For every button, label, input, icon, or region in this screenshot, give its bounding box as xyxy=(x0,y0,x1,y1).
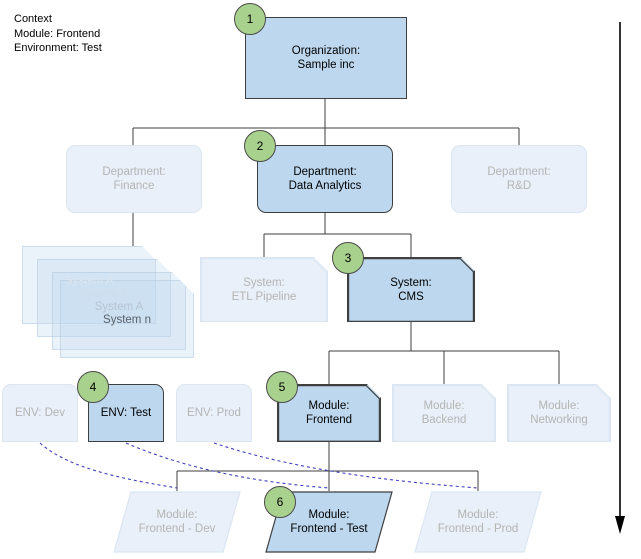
node-department-data-analytics[interactable]: Department: Data Analytics xyxy=(257,145,393,213)
context-environment-line: Environment: Test xyxy=(14,42,102,54)
node-label: System: ETL Pipeline xyxy=(231,276,297,303)
shape-outline xyxy=(201,258,327,322)
node-label: Department: Finance xyxy=(102,166,166,192)
stack-label-3: System A xyxy=(94,301,144,313)
stack-label-4: System n xyxy=(103,314,151,326)
node-system-etl-pipeline[interactable]: System: ETL Pipeline xyxy=(200,257,328,322)
shape-outline xyxy=(348,258,474,322)
node-env-dev[interactable]: ENV: Dev xyxy=(2,384,78,442)
node-organization[interactable]: Organization: Sample inc xyxy=(245,17,407,99)
hierarchy-depth-arrow xyxy=(615,22,625,534)
context-module-line: Module: Frontend xyxy=(14,27,101,40)
link-env-dev-to-deploy-dev xyxy=(39,442,178,489)
node-label: Module: Networking xyxy=(530,400,588,426)
node-label: Module: Frontend xyxy=(305,400,353,426)
node-label: Department: Data Analytics xyxy=(288,166,362,192)
node-module-networking[interactable]: Module: Networking xyxy=(507,384,611,442)
node-label: ENV: Test xyxy=(100,407,152,419)
node-label: Module: Frontend - Test xyxy=(290,509,368,535)
stack-layer-3 xyxy=(52,272,186,350)
badge-3-system: 3 xyxy=(332,242,364,274)
node-deployment-frontend-dev[interactable]: Module: Frontend - Dev xyxy=(113,491,241,553)
context-heading: Context xyxy=(14,13,52,25)
node-label: System: CMS xyxy=(390,276,432,303)
node-label: Module: Frontend - Dev xyxy=(138,509,216,535)
badge-6-deployment: 6 xyxy=(264,486,296,518)
stack-label-1: System A xyxy=(64,275,114,287)
node-label: Organization: Sample inc xyxy=(291,45,361,71)
shape-outline xyxy=(113,491,241,553)
node-deployment-frontend-prod[interactable]: Module: Frontend - Prod xyxy=(414,491,542,553)
link-env-test-to-deploy-test xyxy=(125,442,330,489)
shape-outline xyxy=(393,385,495,442)
node-label: Module: Backend xyxy=(421,400,467,426)
stack-layer-4 xyxy=(60,280,194,358)
node-label: Department: R&D xyxy=(487,166,551,192)
badge-5-module: 5 xyxy=(266,371,298,403)
link-env-prod-to-deploy-prod xyxy=(213,442,479,489)
node-label: ENV: Prod xyxy=(187,407,241,419)
node-system-cms[interactable]: System: CMS xyxy=(347,257,475,322)
stack-label-2: System A xyxy=(79,288,129,300)
badge-4-environment: 4 xyxy=(77,371,109,403)
context-legend: Context Module: Frontend Environment: Te… xyxy=(14,12,102,56)
node-department-finance[interactable]: Department: Finance xyxy=(66,145,202,213)
shape-outline xyxy=(508,385,610,442)
node-env-prod[interactable]: ENV: Prod xyxy=(176,384,252,442)
node-label: ENV: Dev xyxy=(14,407,66,419)
badge-2-department: 2 xyxy=(244,130,276,162)
shape-outline xyxy=(414,491,542,553)
node-department-rnd[interactable]: Department: R&D xyxy=(451,145,587,213)
node-label: Module: Frontend - Prod xyxy=(437,509,519,535)
node-module-backend[interactable]: Module: Backend xyxy=(392,384,496,442)
badge-1-organization: 1 xyxy=(234,3,266,35)
